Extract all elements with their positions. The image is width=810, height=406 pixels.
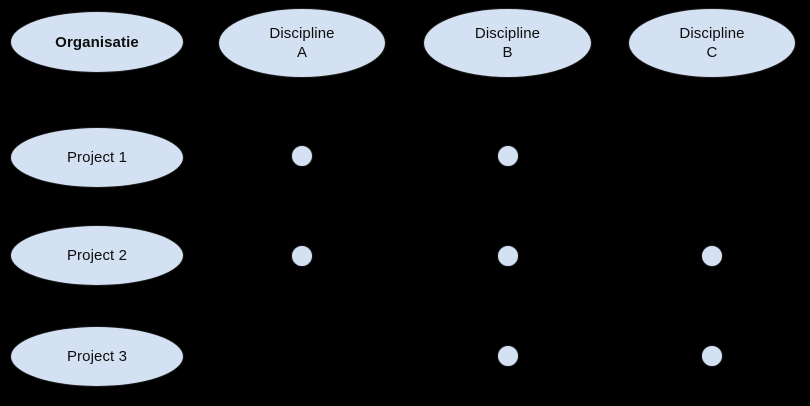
row-node-project-1[interactable]: Project 1: [10, 127, 184, 188]
row-node-project-3[interactable]: Project 3: [10, 326, 184, 387]
assignment-dot-project-3-discipline-c[interactable]: [701, 345, 723, 367]
assignment-dot-project-3-discipline-b[interactable]: [497, 345, 519, 367]
assignment-dot-project-2-discipline-c[interactable]: [701, 245, 723, 267]
assignment-dot-project-1-discipline-b[interactable]: [497, 145, 519, 167]
row-node-project-2[interactable]: Project 2: [10, 225, 184, 286]
assignment-dot-project-2-discipline-a[interactable]: [291, 245, 313, 267]
column-node-discipline-c[interactable]: Discipline C: [628, 8, 796, 78]
column-node-discipline-b[interactable]: Discipline B: [423, 8, 592, 78]
column-node-discipline-a[interactable]: Discipline A: [218, 8, 386, 78]
assignment-dot-project-2-discipline-b[interactable]: [497, 245, 519, 267]
assignment-dot-project-1-discipline-a[interactable]: [291, 145, 313, 167]
organisation-node[interactable]: Organisatie: [10, 11, 184, 73]
